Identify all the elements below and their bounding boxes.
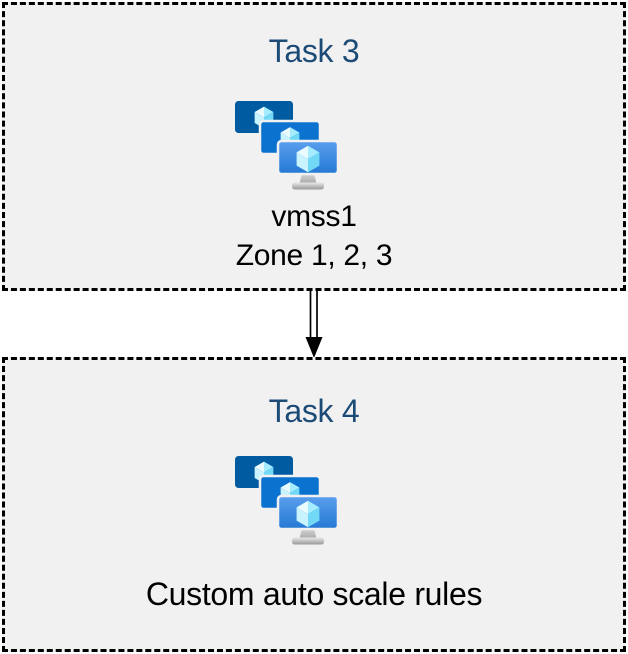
task3-title: Task 3 — [268, 33, 360, 69]
task4-labels: Custom auto scale rules — [5, 574, 623, 614]
task4-box: Task 4 Custom auto scale rules — [2, 357, 626, 652]
vm-scale-sets-icon — [234, 100, 338, 190]
task3-box: Task 3 vmss1 Zone 1, 2, 3 — [2, 2, 626, 291]
vmss-name-label: vmss1 — [271, 200, 357, 233]
down-arrow — [301, 291, 327, 358]
task4-title: Task 4 — [268, 393, 360, 429]
zones-label: Zone 1, 2, 3 — [235, 239, 393, 272]
autoscale-rules-label: Custom auto scale rules — [145, 576, 483, 612]
vm-scale-sets-icon — [234, 455, 338, 545]
task3-labels: vmss1 Zone 1, 2, 3 — [5, 197, 623, 275]
